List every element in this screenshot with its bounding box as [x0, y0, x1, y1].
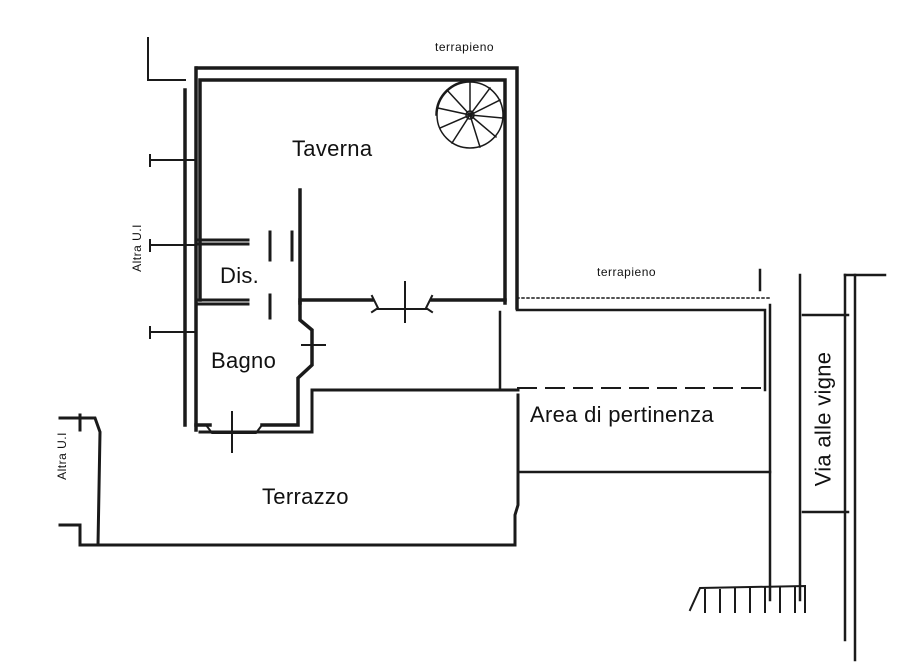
label-altra-ui-lower: Altra U.I	[55, 432, 69, 480]
dis-partitions	[194, 230, 294, 320]
label-altra-ui-upper: Altra U.I	[130, 224, 144, 272]
terrazzo-walls	[58, 388, 520, 547]
exterior-steps	[688, 584, 806, 613]
left-wall	[183, 66, 198, 432]
taverna-door	[370, 281, 434, 323]
via-dotted	[799, 319, 856, 656]
label-terrapieno-mid: terrapieno	[597, 265, 657, 279]
area-walls	[498, 303, 772, 602]
left-ticks	[147, 37, 197, 339]
room-label-terrazzo: Terrazzo	[262, 484, 349, 509]
room-label-dis: Dis.	[220, 263, 260, 288]
taverna-walls	[195, 66, 519, 310]
spiral-staircase-icon	[435, 80, 504, 149]
room-label-taverna: Taverna	[292, 136, 373, 161]
label-terrapieno-top: terrapieno	[435, 40, 495, 54]
bagno-walls	[194, 301, 314, 427]
room-label-bagno: Bagno	[211, 348, 277, 373]
room-label-area-di-pertinenza: Area di pertinenza	[530, 402, 714, 427]
street-label-via-alle-vigne: Via alle vigne	[809, 351, 835, 487]
